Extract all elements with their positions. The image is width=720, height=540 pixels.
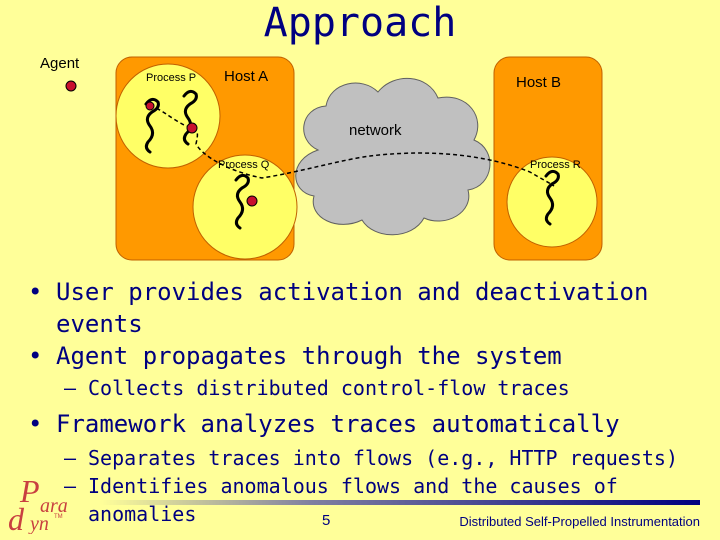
host-a-label: Host A <box>224 68 268 85</box>
bullet-1: •User provides activation and deactivati… <box>28 278 649 338</box>
footer-title: Distributed Self-Propelled Instrumentati… <box>459 514 700 529</box>
logo-letter-d: d <box>8 501 25 534</box>
logo-text-bottom: yn <box>28 513 49 534</box>
paradyn-logo: P ara d yn TM <box>8 474 68 534</box>
agent-dot-p2 <box>186 122 198 134</box>
thread-r-icon <box>544 169 560 226</box>
thread-q-icon <box>234 173 250 230</box>
network-label: network <box>349 122 402 139</box>
sub-bullet-2-1: –Collects distributed control-flow trace… <box>64 376 570 400</box>
footer-divider <box>100 500 700 505</box>
slide-title: Approach <box>263 0 457 46</box>
host-b-label: Host B <box>516 74 561 91</box>
sub-bullet-3-1: –Separates traces into flows (e.g., HTTP… <box>64 446 679 470</box>
bullet-2: •Agent propagates through the system <box>28 342 562 370</box>
agent-dot-q <box>246 195 258 207</box>
agent-label: Agent <box>40 55 80 72</box>
logo-trademark: TM <box>54 514 63 520</box>
architecture-diagram: Process P Host A Host B network Process … <box>65 56 603 261</box>
process-q-circle <box>192 154 298 260</box>
thread-p1-icon <box>144 97 160 154</box>
logo-letter-p: P <box>19 474 40 509</box>
agent-dot-p1 <box>145 101 155 111</box>
network-cloud <box>295 78 491 236</box>
process-q-label: Process Q <box>218 159 270 171</box>
process-r-label: Process R <box>530 159 581 171</box>
process-p-label: Process P <box>146 72 196 84</box>
bullet-list: •User provides activation and deactivati… <box>28 276 718 528</box>
thread-p2-icon <box>182 89 198 146</box>
sub-bullet-3-2: –Identifies anomalous flows and the caus… <box>64 474 618 526</box>
agent-legend-dot <box>65 80 77 92</box>
page-number: 5 <box>322 512 331 529</box>
bullet-3: •Framework analyzes traces automatically <box>28 410 620 438</box>
process-p-circle <box>115 63 221 169</box>
logo-text-top: ara <box>40 495 68 517</box>
